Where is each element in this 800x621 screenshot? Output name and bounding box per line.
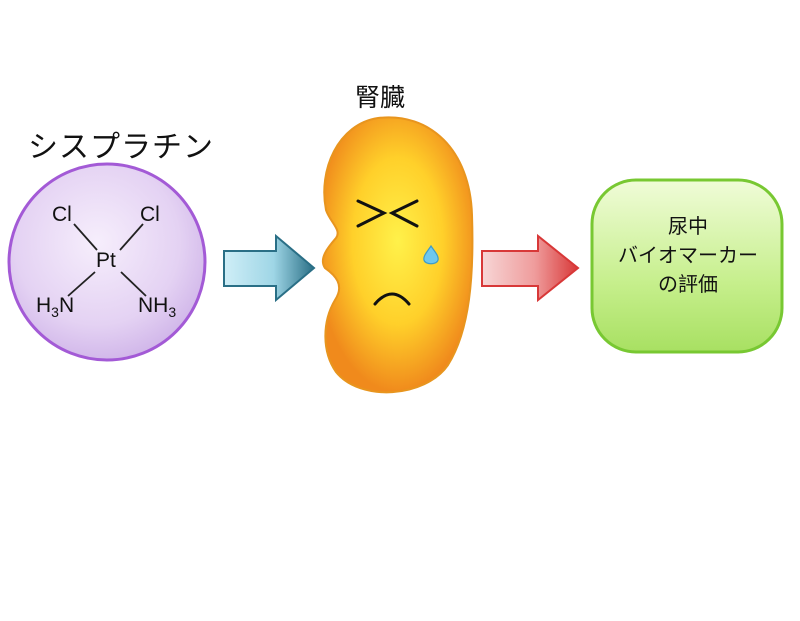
right-eye-icon — [388, 199, 419, 228]
atom-pt: Pt — [96, 249, 116, 272]
tear-drop-icon — [423, 244, 439, 265]
atom-cl-right: Cl — [140, 203, 160, 226]
drug-circle — [7, 162, 207, 362]
molecule-bonds — [67, 223, 147, 297]
atom-nh3: NH3 — [138, 294, 177, 321]
arrow-right-icon — [223, 233, 316, 303]
result-text: 尿中 バイオマーカー の評価 — [598, 212, 778, 299]
arrow-right-icon — [481, 233, 580, 303]
result-line: 尿中 — [668, 214, 708, 238]
kidney-face — [356, 199, 419, 306]
kidney-shape — [321, 116, 474, 394]
drug-name: シスプラチン — [28, 130, 214, 165]
result-line: バイオマーカー — [618, 243, 758, 267]
atom-cl-left: Cl — [52, 203, 72, 226]
left-eye-icon — [356, 199, 388, 228]
organ-name: 腎臓 — [355, 83, 406, 112]
result-line: の評価 — [658, 272, 718, 296]
result-box — [590, 178, 784, 354]
atom-h3n: H3N — [36, 294, 75, 321]
frown-mouth-icon — [373, 292, 411, 306]
